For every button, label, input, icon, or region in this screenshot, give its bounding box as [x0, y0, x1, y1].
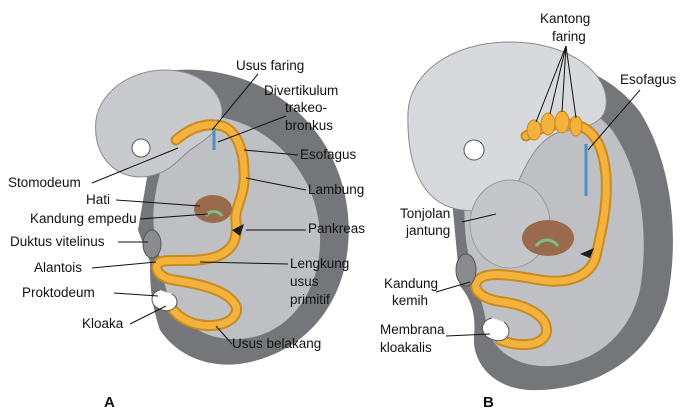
label-duktus-vitelinus: Duktus vitelinus: [10, 234, 105, 249]
label-kandung: Kandung: [384, 276, 438, 291]
label-kemih: kemih: [392, 293, 428, 308]
panel-b-liver: [522, 220, 574, 256]
label-hati: Hati: [86, 192, 110, 207]
label-membrana: Membrana: [380, 322, 445, 337]
panel-a-vitelline-duct: [143, 230, 161, 258]
label-lambung: Lambung: [308, 182, 364, 197]
label-kloaka: Kloaka: [82, 316, 124, 331]
label-divertikulum: Divertikulum: [264, 83, 338, 98]
panel-label-b: B: [483, 394, 494, 411]
label-trakeo: trakeo-: [285, 100, 327, 115]
label-kloakalis: kloakalis: [380, 340, 432, 355]
label-bronkus: bronkus: [285, 118, 333, 133]
label-lengkung: Lengkung: [290, 256, 349, 271]
label-pankreas: Pankreas: [308, 221, 365, 236]
label-kantong: Kantong: [540, 11, 590, 26]
panel-b-eye: [464, 140, 484, 160]
panel-a-eye: [132, 139, 150, 157]
label-jantung: jantung: [405, 223, 450, 238]
label-alantois: Alantois: [34, 260, 82, 275]
label-stomodeum: Stomodeum: [8, 175, 81, 190]
label-esofagus-a: Esofagus: [300, 147, 357, 162]
label-usus-faring: Usus faring: [236, 58, 304, 73]
label-tonjolan: Tonjolan: [400, 206, 450, 221]
label-proktodeum: Proktodeum: [22, 285, 95, 300]
label-faring: faring: [552, 29, 586, 44]
label-usus: usus: [290, 274, 319, 289]
panel-b-allantois-stub: [456, 254, 476, 286]
label-primitif: primitif: [290, 292, 330, 307]
label-usus-belakang: Usus belakang: [232, 336, 321, 351]
label-kandung-empedu: Kandung empedu: [30, 211, 137, 226]
panel-a-liver: [194, 195, 232, 223]
panel-label-a: A: [104, 394, 115, 411]
label-esofagus-b: Esofagus: [620, 72, 677, 87]
